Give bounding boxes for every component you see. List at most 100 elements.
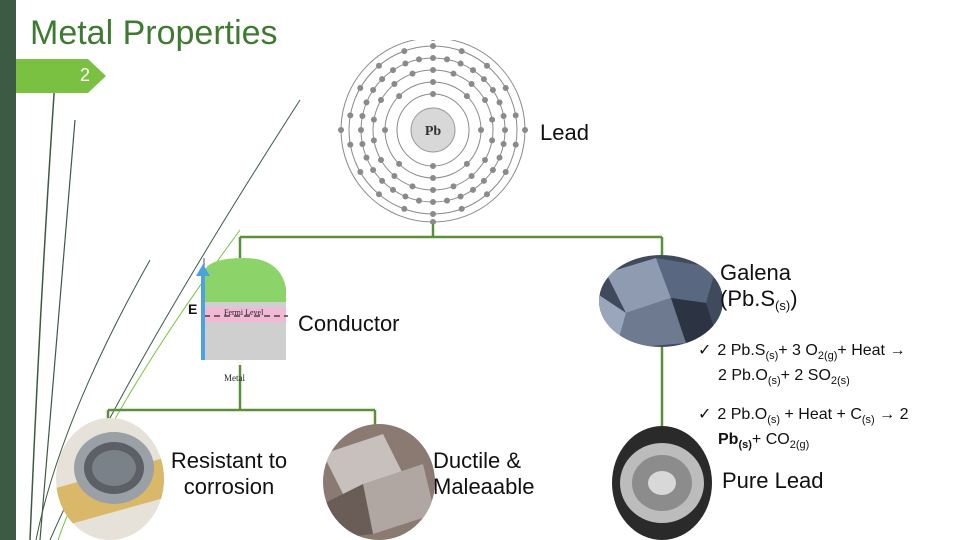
electron bbox=[478, 127, 484, 133]
reaction-segment: (s) bbox=[765, 350, 779, 362]
electron bbox=[391, 81, 398, 87]
pure-lead-label: Pure Lead bbox=[722, 468, 824, 493]
electron bbox=[496, 154, 503, 161]
reaction-segment: 2(s) bbox=[830, 375, 850, 387]
electron bbox=[500, 113, 507, 119]
electron bbox=[430, 199, 436, 205]
electron bbox=[430, 79, 436, 85]
reaction-segment: Pb bbox=[718, 431, 739, 448]
reaction-segment: 2 Pb.O bbox=[717, 406, 768, 423]
reaction-1-line-1: 2 Pb.S(s)+ 3 O2(g)+ Heat → bbox=[717, 342, 906, 362]
reaction-segment: + 3 O bbox=[778, 342, 818, 359]
electron bbox=[470, 67, 476, 74]
pure-lead-image bbox=[612, 426, 712, 540]
electron bbox=[363, 99, 370, 106]
electron bbox=[370, 137, 377, 144]
electron bbox=[357, 169, 364, 175]
page-title: Metal Properties bbox=[30, 14, 278, 52]
electron bbox=[482, 97, 488, 103]
electron bbox=[457, 60, 464, 67]
electron bbox=[496, 99, 503, 106]
electron bbox=[502, 127, 508, 133]
electron bbox=[500, 141, 507, 147]
electron bbox=[409, 70, 416, 77]
electron bbox=[382, 127, 388, 133]
reaction-2: ✓2 Pb.O(s) + Heat + C(s) → 2 Pb(s)+ CO2(… bbox=[698, 405, 909, 455]
electron bbox=[444, 56, 450, 63]
electron bbox=[416, 56, 422, 63]
resistant-label: Resistant to corrosion bbox=[170, 448, 288, 499]
electron bbox=[430, 211, 436, 217]
reaction-1-line-2: 2 Pb.O(s)+ 2 SO2(s) bbox=[718, 367, 850, 387]
electron bbox=[458, 48, 465, 55]
electron bbox=[401, 205, 408, 212]
electron bbox=[430, 40, 436, 41]
electron bbox=[379, 177, 386, 184]
electron bbox=[391, 173, 398, 179]
slide-number: 2 bbox=[80, 65, 91, 85]
slide-number-tab bbox=[16, 59, 106, 93]
metal-label: Metal bbox=[224, 373, 245, 383]
electron bbox=[347, 141, 354, 148]
electron bbox=[347, 112, 354, 119]
electron bbox=[484, 191, 490, 198]
electron bbox=[463, 160, 470, 167]
electron bbox=[363, 154, 370, 161]
electron bbox=[402, 193, 409, 200]
electron bbox=[370, 116, 377, 123]
electron bbox=[396, 160, 403, 167]
reaction-1: ✓2 Pb.S(s)+ 3 O2(g)+ Heat → 2 Pb.O(s)+ 2… bbox=[698, 341, 905, 391]
electron bbox=[502, 169, 509, 175]
electron bbox=[378, 97, 384, 103]
conductor-band-diagram: E Fermi Level Metal bbox=[188, 258, 288, 383]
electron bbox=[409, 183, 416, 190]
electron bbox=[512, 112, 519, 119]
electron bbox=[489, 116, 496, 123]
electron bbox=[468, 173, 475, 179]
electron bbox=[357, 85, 364, 91]
ductile-image bbox=[323, 424, 435, 540]
electron bbox=[480, 76, 487, 83]
reaction-segment: → bbox=[889, 342, 906, 359]
electron bbox=[444, 197, 450, 204]
electron bbox=[370, 167, 377, 173]
electron bbox=[430, 55, 436, 61]
electron bbox=[484, 62, 490, 69]
electron bbox=[430, 67, 436, 73]
check-icon: ✓ bbox=[698, 406, 712, 423]
galena-image bbox=[599, 255, 723, 347]
reaction-segment: (s) bbox=[861, 414, 875, 426]
reaction-segment: (s) bbox=[738, 439, 752, 451]
reaction-segment: 2(g) bbox=[817, 350, 838, 362]
check-icon: ✓ bbox=[698, 342, 712, 359]
reaction-segment: 2 Pb.S bbox=[717, 342, 766, 359]
electron bbox=[390, 67, 396, 74]
fermi-label: Fermi Level bbox=[224, 308, 264, 317]
electron bbox=[416, 197, 422, 204]
electron bbox=[457, 193, 464, 200]
electron bbox=[480, 177, 487, 184]
electron bbox=[390, 186, 396, 193]
reaction-segment: + Heat bbox=[837, 342, 890, 359]
electron bbox=[338, 127, 344, 133]
reaction-segment: → 2 bbox=[874, 406, 909, 423]
electron bbox=[378, 157, 384, 163]
electron bbox=[359, 141, 366, 147]
galena-formula: (Pb.S(s)) bbox=[720, 286, 798, 313]
electron bbox=[450, 183, 457, 190]
electron bbox=[502, 85, 509, 91]
reaction-segment: (s) bbox=[767, 375, 781, 387]
electron bbox=[359, 113, 366, 119]
electron bbox=[430, 175, 436, 181]
corrosion-image bbox=[56, 418, 164, 540]
electron bbox=[396, 93, 403, 100]
atom-symbol: Pb bbox=[425, 124, 442, 139]
ductile-label: Ductile & Maleaable bbox=[433, 448, 535, 499]
reaction-segment: + CO bbox=[751, 431, 790, 448]
electron bbox=[450, 70, 457, 77]
galena-name: Galena bbox=[720, 260, 791, 285]
reaction-2-line-1: 2 Pb.O(s) + Heat + C(s) → 2 bbox=[717, 406, 909, 426]
electron bbox=[482, 157, 488, 163]
reaction-segment: + 2 SO bbox=[780, 367, 831, 384]
